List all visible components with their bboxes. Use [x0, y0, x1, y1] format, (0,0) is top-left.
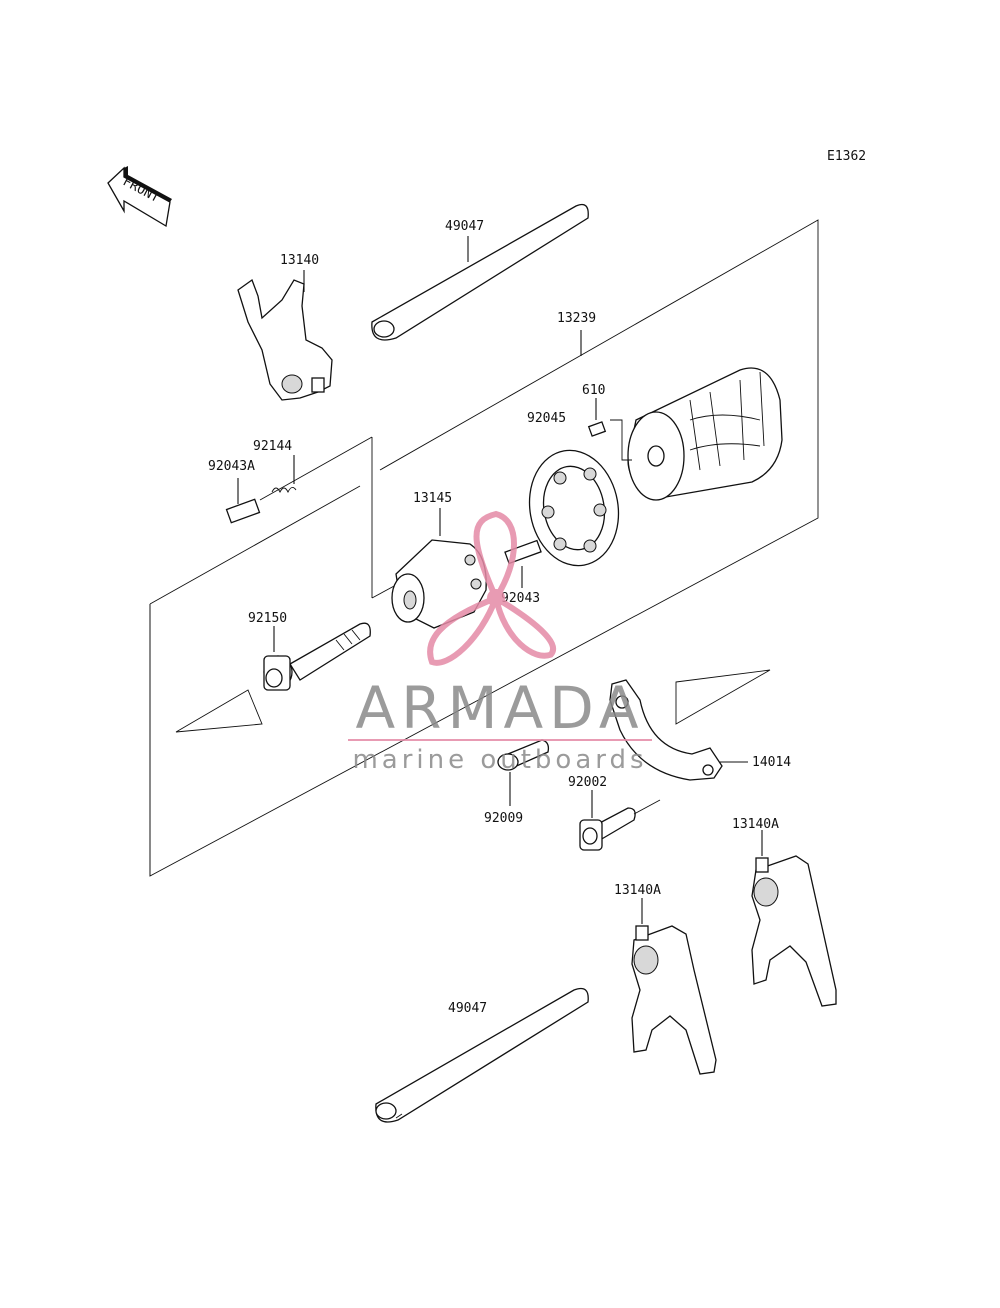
front-arrow-icon: FRONT [107, 166, 172, 228]
label-spring: 92144 [253, 439, 292, 454]
label-cam: 13145 [413, 491, 452, 506]
pin-92043a [225, 478, 261, 524]
shift-fork-top [237, 270, 333, 401]
bolt-92002 [579, 790, 661, 851]
label-pin-92043a: 92043A [208, 459, 255, 474]
shift-fork-mid [631, 898, 717, 1075]
spring-92144 [271, 455, 297, 494]
label-fork-right: 13140A [732, 817, 779, 832]
shaft-bottom [375, 987, 589, 1123]
propeller-logo-icon [427, 510, 556, 666]
label-pin-92045: 92045 [527, 411, 566, 426]
label-bolt-92002: 92002 [568, 775, 607, 790]
label-shaft-top: 49047 [445, 219, 484, 234]
label-bolt-92150: 92150 [248, 611, 287, 626]
pin-610 [587, 398, 632, 461]
bolt-92150 [263, 622, 371, 691]
plate-14014 [609, 679, 748, 781]
shift-drum [580, 330, 783, 501]
armada-watermark: ARMADA marine outboards [348, 510, 652, 775]
label-drum: 13239 [557, 311, 596, 326]
label-washer: 92009 [484, 811, 523, 826]
washer-92009 [497, 739, 550, 806]
watermark-brand: ARMADA [355, 674, 644, 742]
label-plate: 14014 [752, 755, 791, 770]
label-shaft-bottom: 49047 [448, 1001, 487, 1016]
label-pin-92043: 92043 [501, 591, 540, 606]
diagram-code: E1362 [827, 149, 866, 164]
shaft-top [371, 203, 589, 341]
shift-fork-right [751, 830, 837, 1007]
label-pin-610: 610 [582, 383, 605, 398]
shift-cam [391, 508, 487, 629]
bearing [528, 449, 620, 567]
label-fork-top: 13140 [280, 253, 319, 268]
label-fork-mid: 13140A [614, 883, 661, 898]
watermark-tagline: marine outboards [352, 745, 647, 775]
